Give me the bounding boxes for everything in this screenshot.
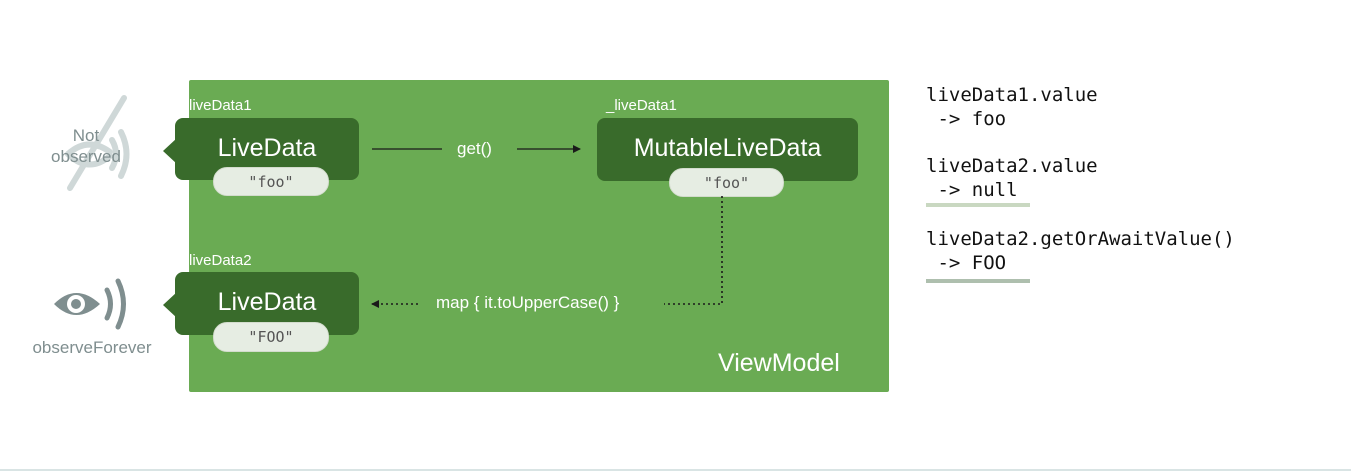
- code-line3-result: -> FOO: [926, 252, 1007, 274]
- observe-forever-eye-icon: [54, 278, 126, 330]
- not-observed-label: Not observed: [38, 125, 134, 167]
- mutable-var-name: _liveData1: [606, 97, 677, 114]
- livedata1-box: LiveData: [175, 118, 359, 180]
- mutable-value: "foo": [703, 173, 750, 192]
- code-line1: liveData1.value: [926, 84, 1098, 106]
- map-arrow-path: [664, 196, 723, 305]
- code-line1-result: -> foo: [926, 108, 1007, 130]
- livedata2-value-pill: "FOO": [213, 322, 329, 352]
- map-label: map { it.toUpperCase() }: [436, 293, 620, 312]
- code-line3: liveData2.getOrAwaitValue(): [926, 228, 1235, 250]
- code-line2: liveData2.value: [926, 155, 1098, 177]
- viewmodel-label: ViewModel: [718, 349, 840, 377]
- mutable-type-label: MutableLiveData: [633, 134, 822, 162]
- code-line2-highlight: [926, 203, 1030, 207]
- livedata2-speech-pointer: [163, 292, 177, 318]
- livedata2-value: "FOO": [248, 328, 294, 346]
- not-observed-line2: observed: [51, 147, 121, 166]
- mutable-value-pill: "foo": [669, 168, 784, 197]
- livedata1-value-pill: "foo": [213, 167, 329, 196]
- not-observed-eye-icon: [65, 95, 130, 191]
- get-label: get(): [457, 139, 492, 158]
- observe-forever-label: observeForever: [32, 338, 152, 357]
- livedata2-type-label: LiveData: [217, 288, 317, 316]
- code-line2-result: -> null: [926, 179, 1018, 201]
- livedata2-var-name: liveData2: [189, 252, 252, 269]
- code-line3-highlight: [926, 279, 1030, 283]
- livedata1-value: "foo": [248, 172, 294, 191]
- livedata1-type-label: LiveData: [217, 134, 317, 162]
- footer-divider: [0, 469, 1351, 471]
- livedata1-speech-pointer: [163, 138, 177, 164]
- not-observed-line1: Not: [72, 126, 100, 145]
- livedata1-var-name: liveData1: [189, 97, 252, 114]
